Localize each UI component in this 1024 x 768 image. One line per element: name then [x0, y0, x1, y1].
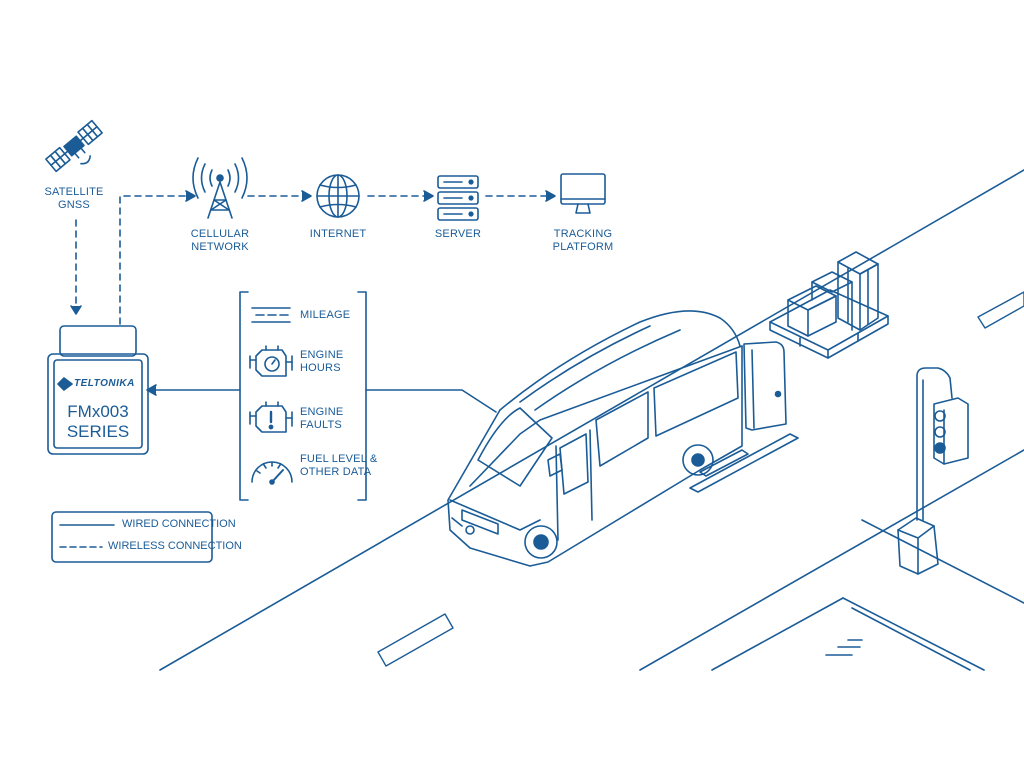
satellite-icon — [45, 119, 103, 173]
data-item-engine-faults-line2: FAULTS — [300, 419, 342, 431]
tracking-label: TRACKING PLATFORM — [553, 228, 614, 254]
cellular-label-line2: NETWORK — [191, 241, 249, 253]
legend-wireless-label: WIRELESS CONNECTION — [108, 540, 242, 552]
satellite-label: SATELLITE GNSS — [44, 186, 103, 212]
road — [159, 169, 1024, 671]
data-item-fuel-level: FUEL LEVEL & OTHER DATA — [300, 453, 377, 479]
device-model-line1: FMx003 — [67, 402, 129, 421]
data-item-engine-faults-line1: ENGINE — [300, 406, 344, 418]
data-item-engine-hours-line1: ENGINE — [300, 349, 344, 361]
device-model: FMx003 SERIES — [58, 402, 138, 442]
monitor-icon — [560, 173, 606, 214]
internet-label-line1: INTERNET — [309, 228, 367, 240]
van — [447, 310, 799, 567]
satellite-label-line2: GNSS — [58, 199, 90, 211]
data-item-fuel-level-line2: OTHER DATA — [300, 466, 372, 478]
legend-wired-label: WIRED CONNECTION — [122, 518, 236, 530]
cargo-pallet — [769, 251, 889, 359]
cellular-label: CELLULAR NETWORK — [191, 228, 249, 254]
data-item-mileage: MILEAGE — [300, 309, 350, 322]
device-model-line2: SERIES — [66, 422, 130, 441]
data-item-engine-hours-line2: HOURS — [300, 362, 341, 374]
data-item-mileage-line1: MILEAGE — [300, 309, 351, 321]
fuel-gauge-icon — [251, 461, 293, 485]
tracking-label-line2: PLATFORM — [552, 241, 614, 253]
tracking-label-line1: TRACKING — [553, 228, 613, 240]
road-icon — [251, 307, 291, 323]
data-item-engine-hours: ENGINE HOURS — [300, 349, 343, 375]
server-label-line1: SERVER — [434, 228, 482, 240]
traffic-light — [897, 367, 969, 575]
fmx003-device — [47, 325, 149, 455]
connections — [70, 190, 556, 413]
device-brand: TELTONIKA — [74, 378, 135, 389]
internet-label: INTERNET — [310, 228, 367, 241]
engine-fault-icon — [249, 401, 293, 433]
cellular-label-line1: CELLULAR — [190, 228, 250, 240]
server-label: SERVER — [435, 228, 481, 241]
data-items-bracket — [239, 291, 367, 501]
engine-icon — [249, 345, 293, 377]
globe-icon — [316, 174, 360, 218]
satellite-label-line1: SATELLITE — [44, 186, 104, 198]
server-icon — [437, 175, 479, 221]
cell-tower-icon — [192, 157, 248, 219]
data-item-fuel-level-line1: FUEL LEVEL & — [300, 453, 378, 465]
data-item-engine-faults: ENGINE FAULTS — [300, 406, 343, 432]
legend-box — [51, 511, 213, 563]
